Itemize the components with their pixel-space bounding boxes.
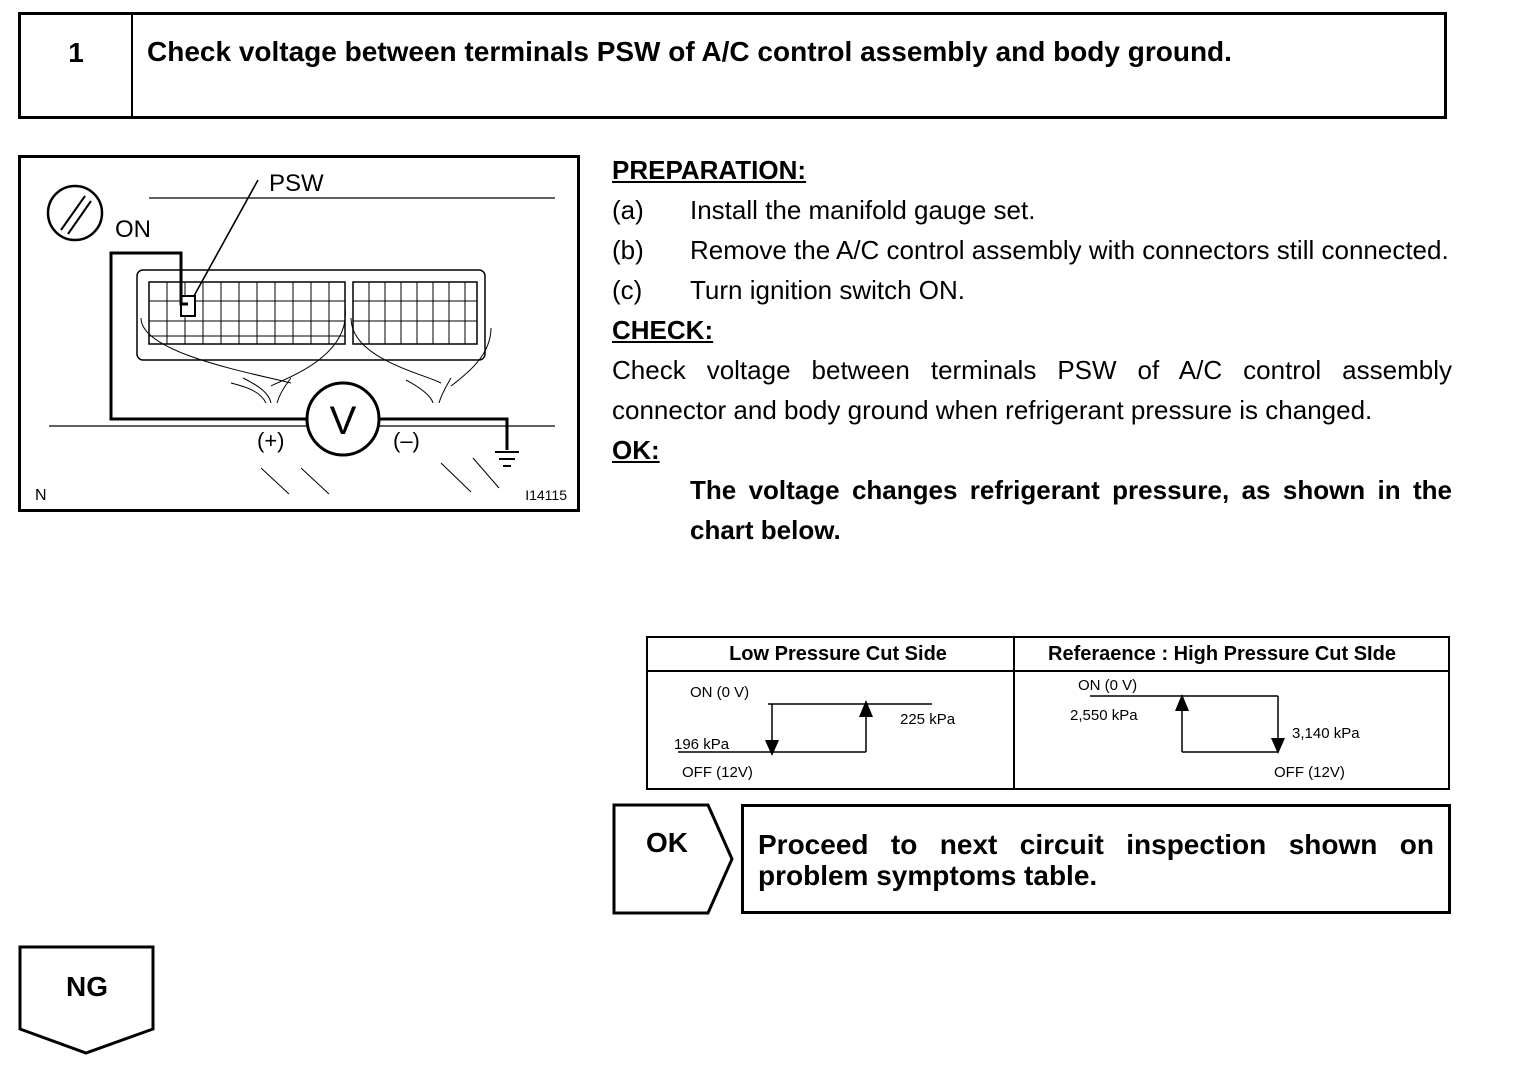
low-side-header: Low Pressure Cut Side (729, 643, 947, 665)
preparation-step: (b) Remove the A/C control assembly with… (612, 230, 1452, 270)
wiring-diagram: ON PSW (18, 155, 580, 512)
high-on-label: ON (0 V) (1078, 677, 1137, 694)
preparation-heading: PREPARATION: (612, 155, 807, 185)
down-arrow-icon (1271, 738, 1285, 754)
plus-terminal-label: (+) (257, 428, 285, 453)
minus-terminal-label: (–) (393, 428, 420, 453)
pressure-switch-chart: Low Pressure Cut Side Referaence : High … (646, 636, 1450, 790)
low-side-graph: ON (0 V) 196 kPa 225 kPa OFF (12V) (674, 684, 956, 781)
down-arrow-icon (765, 740, 779, 756)
step-header: 1 Check voltage between terminals PSW of… (18, 12, 1447, 119)
ok-criteria: The voltage changes refrigerant pressure… (690, 475, 1452, 545)
step-text: Remove the A/C control assembly with con… (690, 235, 1449, 265)
low-rising-pressure: 225 kPa (900, 711, 956, 728)
step-label: (c) (612, 275, 643, 305)
psw-label: PSW (269, 170, 324, 197)
corner-label: N (35, 487, 47, 504)
on-label: ON (115, 216, 151, 243)
high-off-label: OFF (12V) (1274, 764, 1345, 781)
ok-branch-tag: OK (612, 803, 738, 915)
check-text: Check voltage between terminals PSW of A… (612, 355, 1452, 425)
high-side-header: Referaence : High Pressure Cut SIde (1048, 643, 1396, 665)
ng-tag-label: NG (66, 971, 108, 1002)
figure-id: I14115 (525, 487, 567, 503)
check-heading: CHECK: (612, 315, 714, 345)
step-label: (b) (612, 235, 644, 265)
high-rising-pressure: 2,550 kPa (1070, 707, 1138, 724)
low-on-label: ON (0 V) (690, 684, 749, 701)
step-label: (a) (612, 195, 644, 225)
instructions: PREPARATION: (a) Install the manifold ga… (612, 150, 1452, 550)
high-side-graph: ON (0 V) 2,550 kPa 3,140 kPa OFF (12V) (1070, 677, 1360, 781)
ok-tag-label: OK (646, 827, 688, 858)
low-falling-pressure: 196 kPa (674, 736, 730, 753)
preparation-step: (c) Turn ignition switch ON. (612, 270, 1452, 310)
up-arrow-icon (1175, 694, 1189, 711)
step-number: 1 (21, 15, 133, 116)
voltmeter-label: V (330, 399, 357, 443)
ok-heading: OK: (612, 435, 660, 465)
control-assembly-connector (136, 269, 492, 404)
ng-branch-tag: NG (18, 945, 156, 1057)
step-text: Turn ignition switch ON. (690, 275, 966, 305)
low-off-label: OFF (12V) (682, 764, 753, 781)
preparation-step: (a) Install the manifold gauge set. (612, 190, 1452, 230)
step-title: Check voltage between terminals PSW of A… (147, 36, 1232, 67)
high-falling-pressure: 3,140 kPa (1292, 725, 1360, 742)
ignition-switch-icon (46, 184, 104, 242)
ground-icon (495, 451, 519, 467)
ok-result-box: Proceed to next circuit inspection shown… (741, 804, 1451, 914)
up-arrow-icon (859, 700, 873, 717)
step-text: Install the manifold gauge set. (690, 195, 1036, 225)
voltmeter-icon: V (305, 381, 381, 457)
